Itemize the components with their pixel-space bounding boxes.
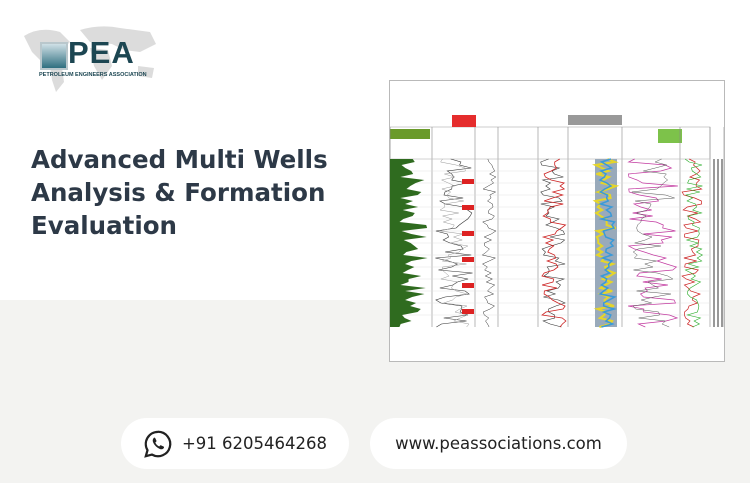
website-link[interactable]: www.peassociations.com bbox=[370, 418, 627, 469]
log-curve bbox=[541, 158, 567, 328]
highlight-mark bbox=[462, 231, 474, 236]
log-curve bbox=[439, 158, 470, 328]
website-url: www.peassociations.com bbox=[395, 434, 602, 453]
title-line-3: Evaluation bbox=[31, 211, 177, 240]
log-header bbox=[389, 126, 711, 160]
log-curve bbox=[435, 158, 473, 328]
phone-contact[interactable]: +91 6205464268 bbox=[121, 418, 349, 469]
title-line-1: Advanced Multi Wells bbox=[31, 145, 328, 174]
title-line-2: Analysis & Formation bbox=[31, 178, 326, 207]
header-swatch bbox=[658, 129, 682, 143]
logo-text: PEA bbox=[68, 35, 135, 70]
pea-logo: PEA PETROLEUM ENGINEERS ASSOCIATION bbox=[20, 22, 160, 94]
logo-subtitle: PETROLEUM ENGINEERS ASSOCIATION bbox=[39, 72, 147, 78]
highlight-mark bbox=[462, 179, 474, 184]
page-title: Advanced Multi Wells Analysis & Formatio… bbox=[31, 143, 361, 242]
highlight-mark bbox=[462, 257, 474, 262]
well-log-plot bbox=[389, 115, 725, 328]
gamma-fill bbox=[390, 159, 428, 327]
log-curve bbox=[597, 158, 617, 328]
log-curve bbox=[591, 158, 620, 328]
header-swatch bbox=[452, 115, 476, 127]
phone-number: +91 6205464268 bbox=[181, 434, 328, 453]
header-swatch bbox=[390, 129, 430, 139]
well-log-image bbox=[389, 80, 725, 362]
highlight-mark bbox=[462, 309, 474, 314]
highlight-mark bbox=[462, 283, 474, 288]
log-curve bbox=[627, 158, 679, 328]
log-curve bbox=[481, 158, 497, 328]
logo-badge-icon bbox=[40, 42, 68, 70]
header-swatch bbox=[568, 115, 622, 125]
highlight-mark bbox=[462, 205, 474, 210]
log-curve bbox=[684, 158, 704, 328]
whatsapp-icon bbox=[144, 430, 172, 458]
log-curve bbox=[540, 158, 566, 328]
log-curve bbox=[631, 158, 675, 328]
